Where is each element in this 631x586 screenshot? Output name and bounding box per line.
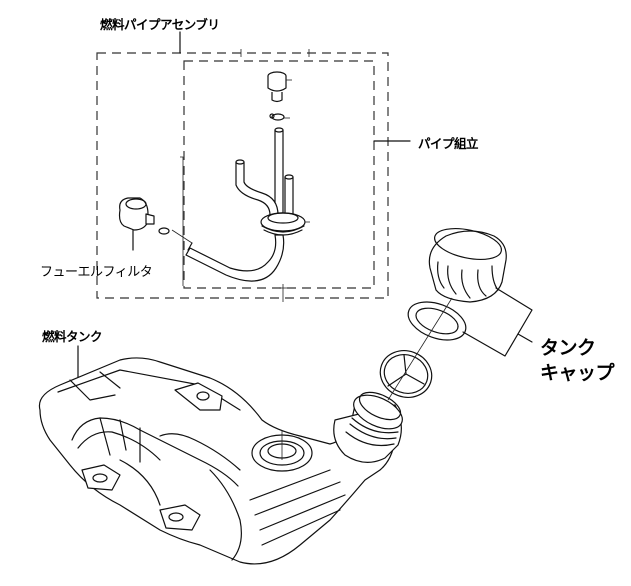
tank-cap-drawing: [379, 227, 533, 401]
filter-bracket: [180, 156, 184, 286]
label-fuel-tank: 燃料タンク: [42, 329, 103, 344]
label-fuel-filter: フューエルフィルタ: [40, 265, 153, 280]
label-tank-cap-line1: タンク: [540, 337, 596, 359]
label-tank-cap: タンク キャップ: [540, 336, 615, 386]
label-fuel-pipe-assembly: 燃料パイプアセンブリ: [100, 17, 220, 32]
fuel-filter-drawing: [118, 197, 170, 251]
label-pipe-assembly: パイプ組立: [418, 136, 479, 151]
pipe-assembly-drawing: [171, 71, 310, 282]
label-tank-cap-line2: キャップ: [540, 362, 615, 384]
fuel-tank-drawing: [38, 345, 403, 565]
fuel-pipe-assembly-boundary: [96, 52, 389, 299]
boundary-ticks: [240, 49, 310, 302]
